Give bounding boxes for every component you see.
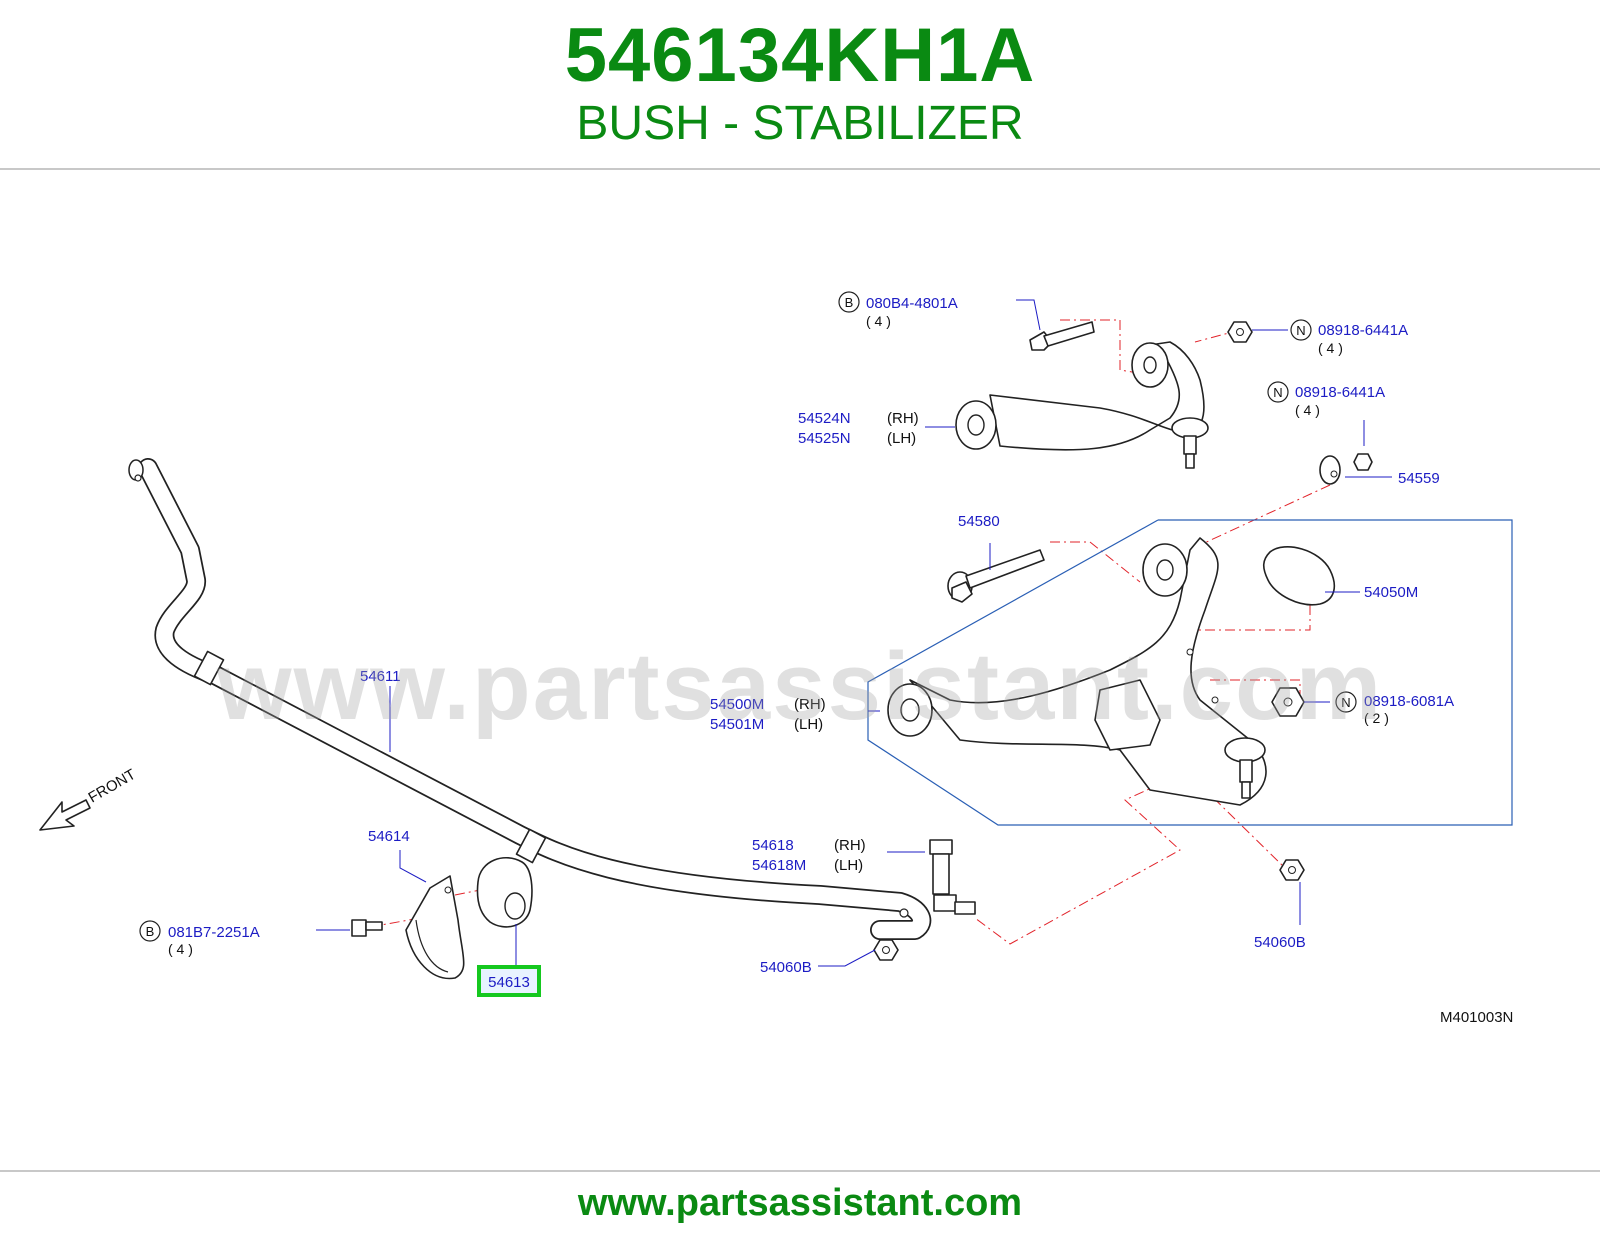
part-number-title: 546134KH1A — [564, 13, 1036, 98]
cam-bolt — [947, 549, 1045, 603]
callout-08918-6081A[interactable]: N 08918-6081A ( 2 ) — [1335, 691, 1454, 726]
callout-circle-letter: B — [146, 924, 155, 939]
callout-54559[interactable]: 54559 — [1398, 470, 1440, 487]
callout-number: 08918-6441A — [1295, 384, 1385, 401]
callout-lh-number: 54525N — [798, 430, 851, 447]
callout-54618[interactable]: 54618 (RH) 54618M (LH) — [752, 837, 866, 874]
bracket-bolt — [351, 919, 383, 937]
callout-number: 54060B — [760, 959, 812, 976]
callout-number: 08918-6441A — [1318, 322, 1408, 339]
page-header: 546134KH1A BUSH - STABILIZER — [0, 0, 1600, 170]
callout-54060B-arm[interactable]: 54060B — [1254, 934, 1306, 951]
callout-number: 081B7-2251A — [168, 924, 260, 941]
callout-54050M[interactable]: 54050M — [1364, 584, 1418, 601]
callout-number: 54559 — [1398, 470, 1440, 487]
callout-rh-number: 54524N — [798, 410, 851, 427]
footer-site-url[interactable]: www.partsassistant.com — [577, 1182, 1023, 1224]
front-label: FRONT — [86, 766, 139, 807]
callout-circle-letter: N — [1273, 385, 1282, 400]
lower-arm-assembly-box — [867, 519, 1513, 826]
callout-lh-tag: (LH) — [794, 716, 823, 733]
callout-54613-highlighted[interactable]: 54613 — [477, 965, 541, 997]
callout-lh-tag: (LH) — [834, 857, 863, 874]
stabilizer-bushing — [476, 857, 533, 928]
callout-qty: ( 2 ) — [1364, 710, 1389, 726]
callout-number: 54613 — [488, 974, 530, 991]
callout-08918-6441A-upper[interactable]: N 08918-6441A ( 4 ) — [1290, 319, 1408, 356]
lower-ball-joint-nut — [1271, 687, 1305, 717]
callout-080B4-4801A[interactable]: B 080B4-4801A ( 4 ) — [838, 291, 958, 329]
diagram-code: M401003N — [1440, 1009, 1513, 1026]
callout-rh-number: 54500M — [710, 696, 764, 713]
callout-circle-letter: N — [1296, 323, 1305, 338]
callout-lh-tag: (LH) — [887, 430, 916, 447]
upper-arm-nut — [1227, 321, 1253, 343]
callout-08918-6441A-cam[interactable]: N 08918-6441A ( 4 ) — [1267, 381, 1385, 418]
part-name-subtitle: BUSH - STABILIZER — [576, 97, 1024, 150]
lower-arm-nut — [1279, 859, 1305, 881]
callout-rh-tag: (RH) — [834, 837, 866, 854]
callout-rh-number: 54618 — [752, 837, 794, 854]
callout-number: 08918-6081A — [1364, 693, 1454, 710]
callout-qty: ( 4 ) — [168, 941, 193, 957]
callout-54580[interactable]: 54580 — [958, 513, 1000, 530]
header-divider — [0, 168, 1600, 170]
callout-54060B-link[interactable]: 54060B — [760, 959, 812, 976]
stabilizer-bar — [128, 458, 932, 940]
callout-rh-tag: (RH) — [794, 696, 826, 713]
callout-54500M[interactable]: 54500M (RH) 54501M (LH) — [710, 696, 826, 733]
callout-54614[interactable]: 54614 — [368, 828, 410, 845]
lower-arm-cap — [1262, 546, 1336, 606]
callout-number: 54580 — [958, 513, 1000, 530]
callout-lh-number: 54501M — [710, 716, 764, 733]
link-nut — [873, 939, 899, 961]
callout-081B7-2251A[interactable]: B 081B7-2251A ( 4 ) — [139, 920, 260, 957]
callout-qty: ( 4 ) — [1295, 402, 1320, 418]
callout-rh-tag: (RH) — [887, 410, 919, 427]
lower-link-arm — [887, 537, 1267, 806]
callout-circle-letter: B — [845, 295, 854, 310]
callout-number: 54614 — [368, 828, 410, 845]
stabilizer-bracket — [405, 875, 465, 980]
watermark-text: www.partsassistant.com — [216, 633, 1384, 740]
exploded-parts-diagram: FRONT B 080B4-4801A ( 4 ) N 08918-6441A … — [39, 291, 1513, 1026]
upper-link-arm — [955, 341, 1209, 469]
adjusting-cam — [1319, 453, 1373, 485]
callout-number: 54611 — [360, 668, 401, 685]
leader-lines — [316, 299, 1392, 967]
callout-number: 54050M — [1364, 584, 1418, 601]
callout-qty: ( 4 ) — [866, 313, 891, 329]
footer-divider — [0, 1170, 1600, 1172]
callout-54611[interactable]: 54611 — [360, 668, 401, 685]
stabilizer-link — [929, 839, 976, 915]
upper-arm-bolt — [1029, 321, 1095, 351]
callout-number: 54060B — [1254, 934, 1306, 951]
callout-54524N[interactable]: 54524N (RH) 54525N (LH) — [798, 410, 919, 447]
callout-qty: ( 4 ) — [1318, 340, 1343, 356]
front-direction-arrow: FRONT — [39, 766, 139, 831]
callout-lh-number: 54618M — [752, 857, 806, 874]
callout-number: 080B4-4801A — [866, 295, 958, 312]
callout-circle-letter: N — [1341, 695, 1350, 710]
